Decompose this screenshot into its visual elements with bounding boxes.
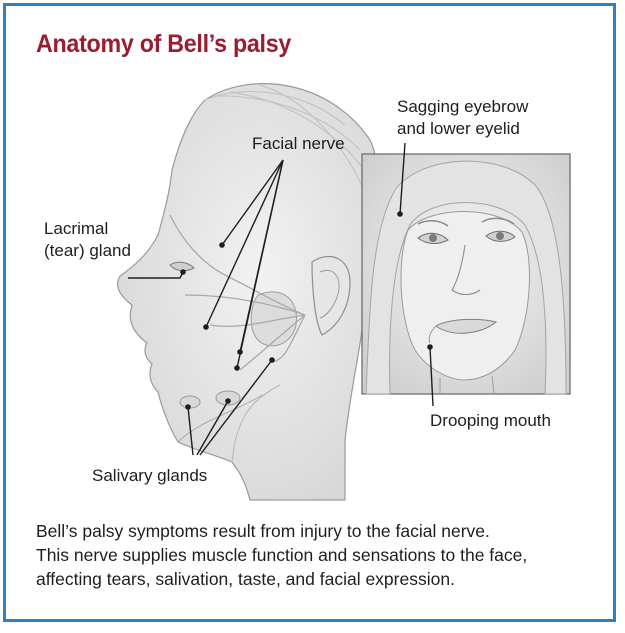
frontal-portrait — [361, 153, 571, 395]
label-lacrimal-line2: (tear) gland — [44, 241, 131, 260]
description-line-3: affecting tears, salivation, taste, and … — [36, 569, 455, 589]
label-drooping-mouth: Drooping mouth — [430, 411, 551, 430]
description-line-1: Bell’s palsy symptoms result from injury… — [36, 521, 490, 541]
leader-lines — [128, 142, 434, 456]
label-salivary-glands: Salivary glands — [92, 466, 208, 485]
leader-dots — [180, 211, 433, 410]
label-lacrimal-gland: Lacrimal (tear) gland — [44, 218, 131, 262]
label-facial-nerve: Facial nerve — [252, 134, 345, 153]
label-sagging-eyebrow: Sagging eyebrow and lower eyelid — [397, 96, 528, 140]
label-sagging-line2: and lower eyelid — [397, 119, 520, 138]
label-lacrimal-line1: Lacrimal — [44, 219, 109, 238]
label-sagging-line1: Sagging eyebrow — [397, 97, 529, 116]
profile-head — [117, 83, 378, 501]
figure-title: Anatomy of Bell’s palsy — [36, 30, 292, 58]
figure-description: Bell’s palsy symptoms result from injury… — [36, 519, 596, 591]
description-line-2: This nerve supplies muscle function and … — [36, 545, 528, 565]
